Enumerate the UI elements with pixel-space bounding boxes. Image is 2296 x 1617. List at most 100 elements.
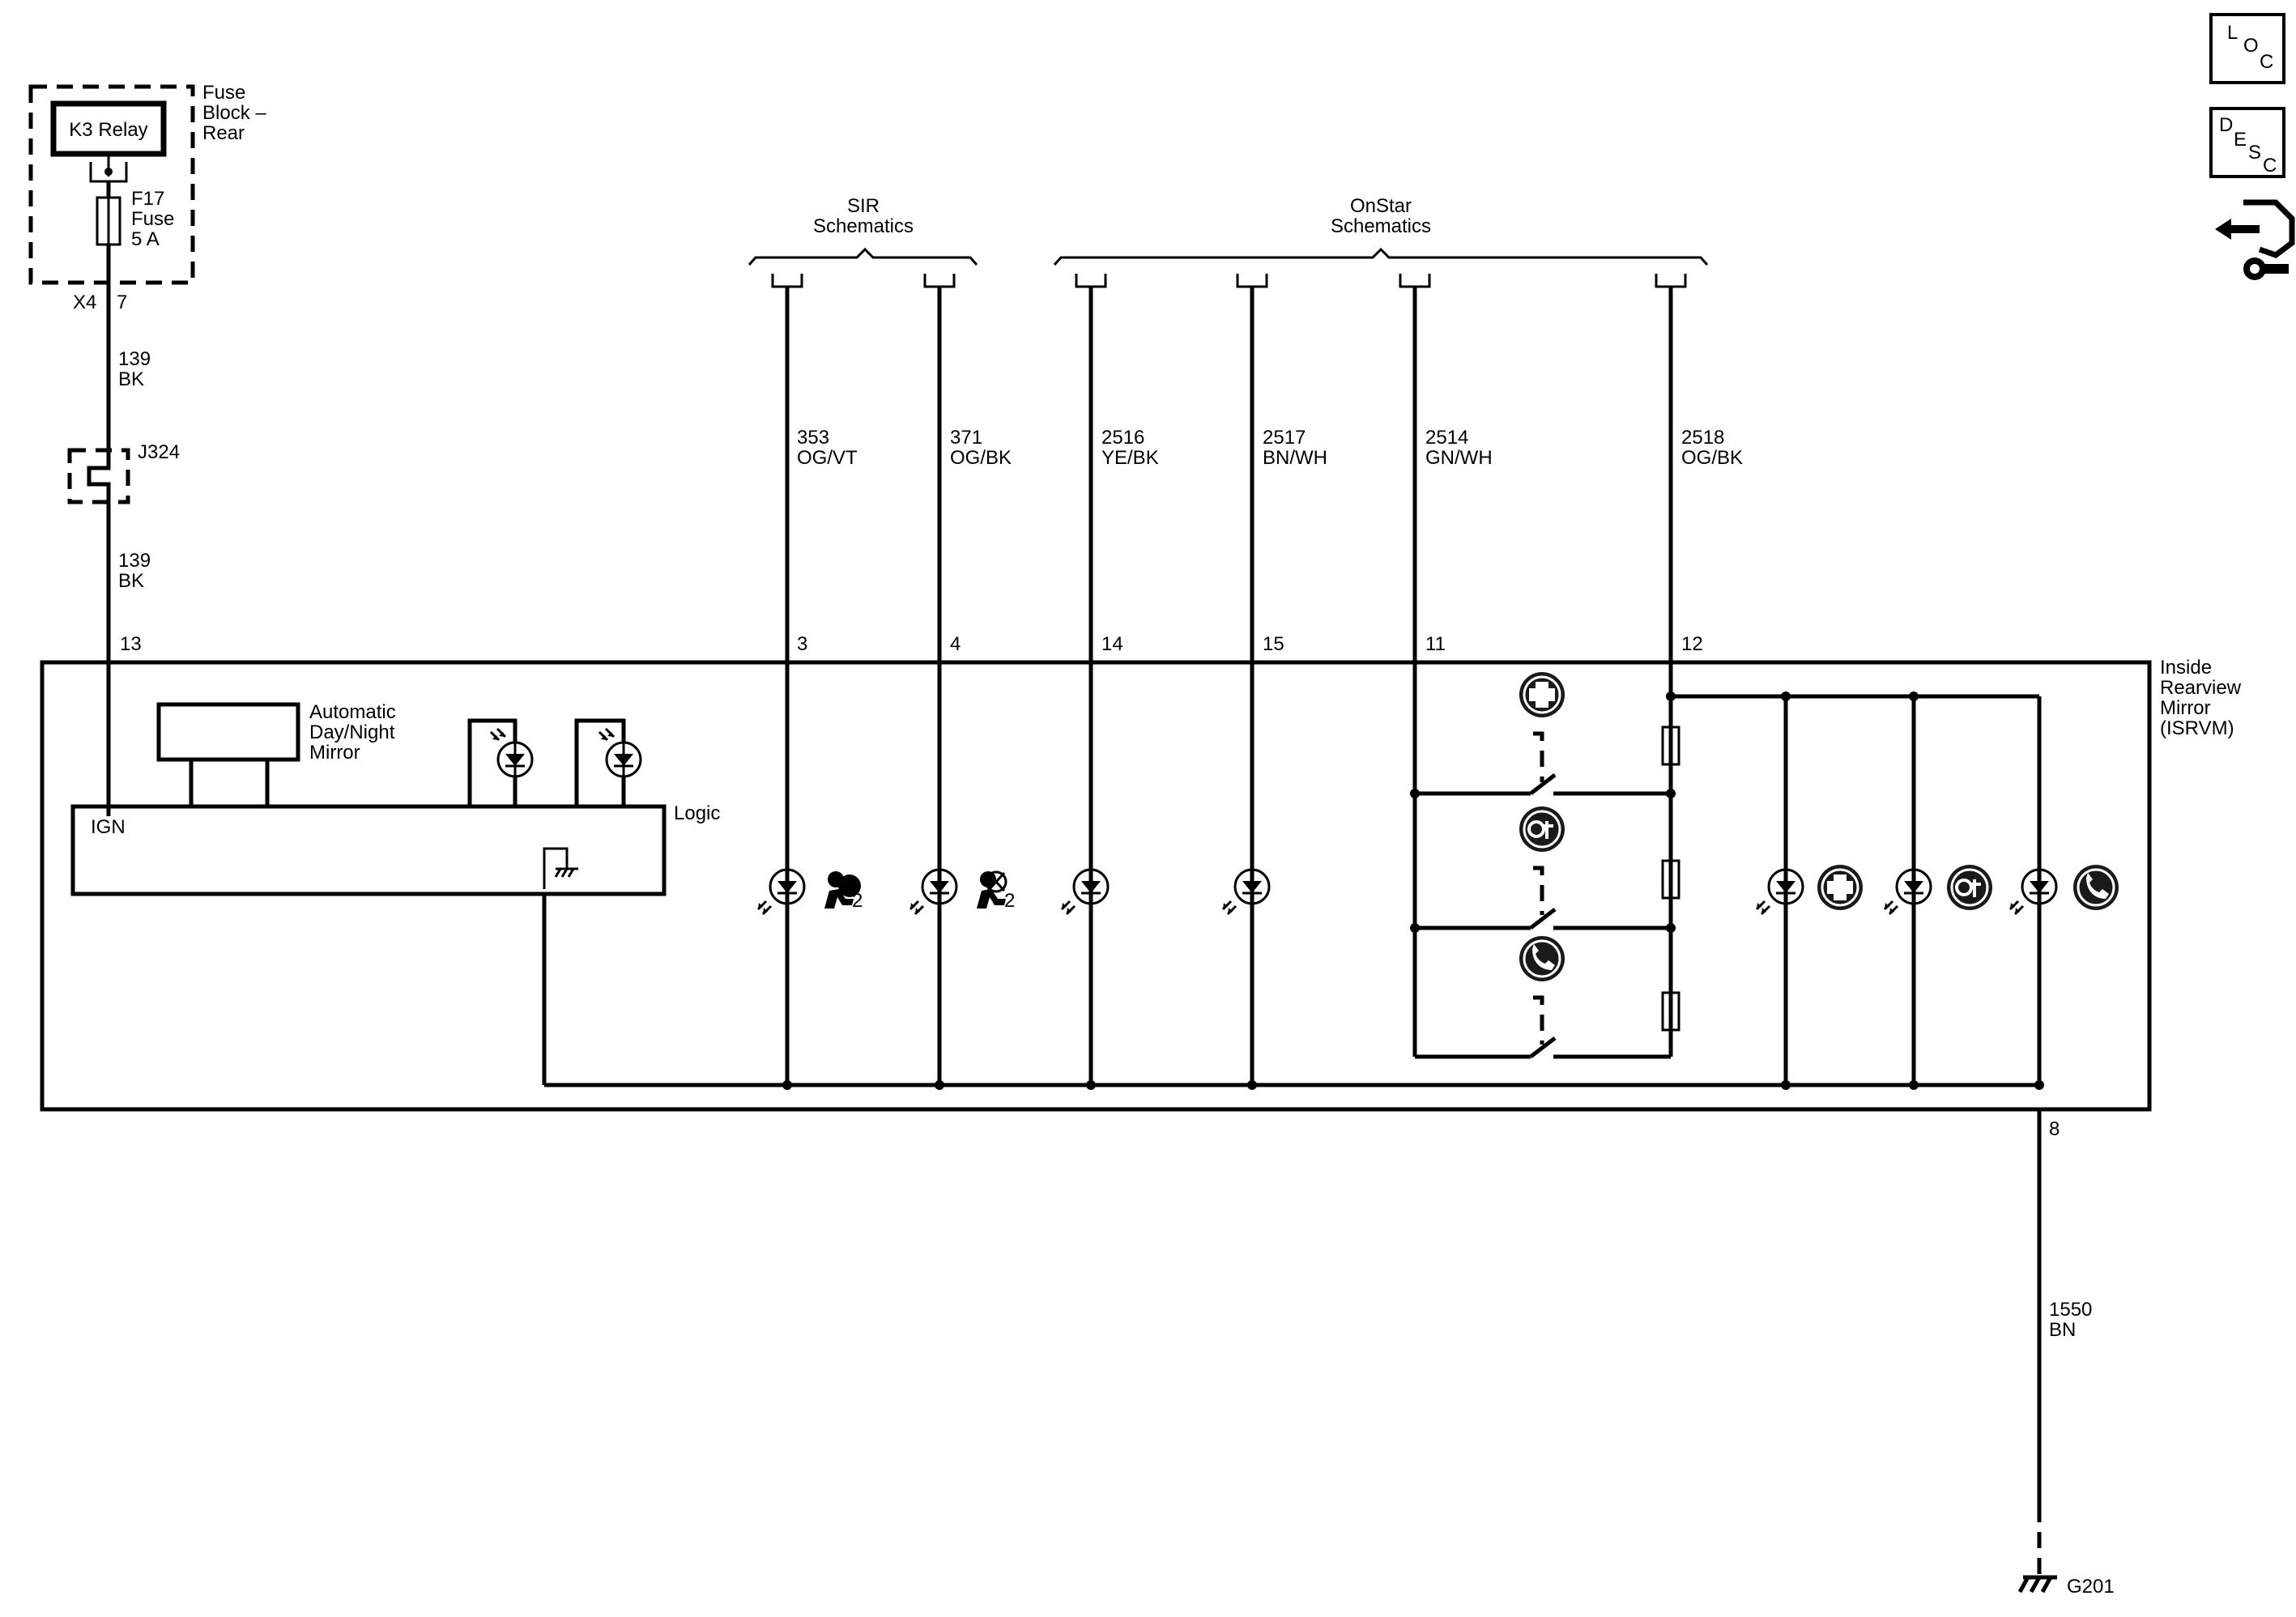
isrvm-title-4: (ISRVM): [2160, 717, 2234, 739]
ign-label: IGN: [91, 816, 126, 838]
ground-circuit-number: 1550: [2049, 1299, 2092, 1321]
fuse-block-outline: [28, 84, 195, 285]
emergency-indicator-icon: [1817, 865, 1863, 910]
loc-icon-letter-l: L: [2227, 22, 2238, 44]
airbag-off-indicator-led: [909, 868, 958, 916]
voice-call-icon: [1519, 936, 1565, 981]
k3-relay-label: K3 Relay: [69, 119, 147, 141]
isrvm-module-box: [40, 660, 2152, 1112]
circuit-2517: 2517 BN/WH 15: [1236, 272, 1327, 1085]
auto-dimming-label-3: Mirror: [309, 742, 360, 764]
circuit-2514-color: GN/WH: [1425, 447, 1493, 469]
circuit-2516-number: 2516: [1101, 427, 1144, 449]
onstar-group-title-1: OnStar: [1350, 195, 1412, 217]
circuit-2517-number: 2517: [1263, 427, 1306, 449]
circuit-2516-color: YE/BK: [1101, 447, 1159, 469]
circuit-371-pin: 4: [950, 633, 961, 655]
ign-wire-circuit-upper: 139: [118, 348, 151, 370]
logic-internal-ground: [543, 847, 569, 889]
fuse-connector-id: X4: [73, 291, 96, 313]
circuit-2516: 2516 YE/BK 14: [1075, 272, 1159, 1085]
desc-icon[interactable]: D E S C: [2209, 107, 2285, 178]
logic-block: [70, 804, 667, 896]
circuit-371-number: 371: [950, 427, 982, 449]
fuse-name-1: F17: [131, 188, 164, 210]
isrvm-title-2: Rearview: [2160, 677, 2242, 699]
circuit-353-pin: 3: [797, 633, 807, 655]
connector-repair-icon[interactable]: [2215, 199, 2295, 280]
desc-icon-letter-e: E: [2234, 129, 2247, 151]
fuse-block-title-1: Fuse: [202, 82, 245, 104]
j324-splice: [87, 449, 111, 503]
sir-group-brace: [748, 247, 978, 266]
ground-id: G201: [2067, 1576, 2115, 1598]
desc-icon-letter-s: S: [2248, 142, 2261, 164]
ign-wire-color-lower: BK: [118, 570, 144, 592]
passenger-airbag-on-icon: [824, 871, 861, 908]
j324-splice-box: [67, 448, 130, 504]
desc-icon-letter-c: C: [2263, 155, 2277, 177]
onstar-indicator-led: [1883, 868, 1932, 916]
circuit-353-number: 353: [797, 427, 829, 449]
loc-icon[interactable]: L O C: [2209, 13, 2285, 84]
fuse-rating: 5 A: [131, 228, 160, 250]
onstar-indicator-led-2: [1221, 868, 1271, 916]
resistor-1: [1661, 726, 1680, 766]
circuit-2516-pin: 14: [1101, 633, 1123, 655]
airbag-off-index: 2: [1004, 890, 1015, 912]
sir-group-title-2: Schematics: [813, 215, 914, 237]
loc-icon-letter-c: C: [2260, 51, 2273, 73]
glare-light-sensor: [574, 718, 626, 806]
circuit-371: 371 OG/BK 4: [923, 272, 1012, 1085]
fuse-name-2: Fuse: [131, 208, 174, 230]
airbag-on-index: 2: [852, 890, 863, 912]
voice-call-indicator-led: [2008, 868, 2058, 916]
circuit-353: 353 OG/VT 3: [771, 272, 858, 1085]
airbag-on-indicator-led: [756, 868, 806, 916]
ground-circuit-color: BN: [2049, 1319, 2076, 1341]
voice-call-status-icon: [2073, 865, 2119, 910]
circuit-2514-pin: 11: [1425, 633, 1446, 655]
loc-icon-letter-o: O: [2243, 35, 2259, 57]
fuse-connector-pin: 7: [117, 291, 127, 313]
fuse-block-title-3: Rear: [202, 122, 245, 144]
sir-group-title-1: SIR: [847, 195, 880, 217]
onstar-status-icon: [1947, 865, 1992, 910]
ign-wire-color-upper: BK: [118, 368, 144, 390]
voice-call-button-switch: [1529, 1036, 1557, 1058]
circuit-2514-number: 2514: [1425, 427, 1468, 449]
onstar-indicator-led-1: [1060, 868, 1110, 916]
circuit-2517-pin: 15: [1263, 633, 1284, 655]
emergency-button-switch: [1529, 773, 1557, 795]
onstar-group-brace: [1053, 247, 1709, 266]
passenger-airbag-off-icon: [977, 870, 1007, 908]
auto-dimming-label-2: Day/Night: [309, 721, 395, 743]
onstar-button-switch: [1529, 908, 1557, 930]
auto-dimming-label-1: Automatic: [309, 701, 396, 723]
circuit-2518: 2518 OG/BK 12: [1655, 272, 1743, 1057]
ground-pin: 8: [2049, 1118, 2060, 1140]
emergency-indicator-led: [1755, 868, 1804, 916]
isrvm-title-1: Inside: [2160, 657, 2212, 679]
circuit-371-color: OG/BK: [950, 447, 1012, 469]
k3-relay-box: [50, 100, 167, 157]
logic-label: Logic: [674, 802, 720, 824]
onstar-group-title-2: Schematics: [1331, 215, 1431, 237]
j324-label: J324: [138, 441, 180, 463]
fuse-block-title-2: Block –: [202, 102, 266, 124]
circuit-2518-color: OG/BK: [1681, 447, 1743, 469]
ign-wire-circuit-lower: 139: [118, 550, 151, 572]
circuit-353-color: OG/VT: [797, 447, 858, 469]
ambient-light-sensor: [467, 718, 518, 806]
resistor-3: [1661, 991, 1680, 1032]
circuit-2518-number: 2518: [1681, 427, 1724, 449]
ground-symbol: [2017, 1575, 2057, 1594]
desc-icon-letter-d: D: [2219, 114, 2233, 136]
isrvm-title-3: Mirror: [2160, 697, 2211, 719]
resistor-2: [1661, 859, 1680, 900]
mirror-pin-13: 13: [120, 633, 142, 655]
onstar-logo-icon: [1519, 806, 1565, 852]
circuit-2517-color: BN/WH: [1263, 447, 1327, 469]
circuit-2518-pin: 12: [1681, 633, 1703, 655]
